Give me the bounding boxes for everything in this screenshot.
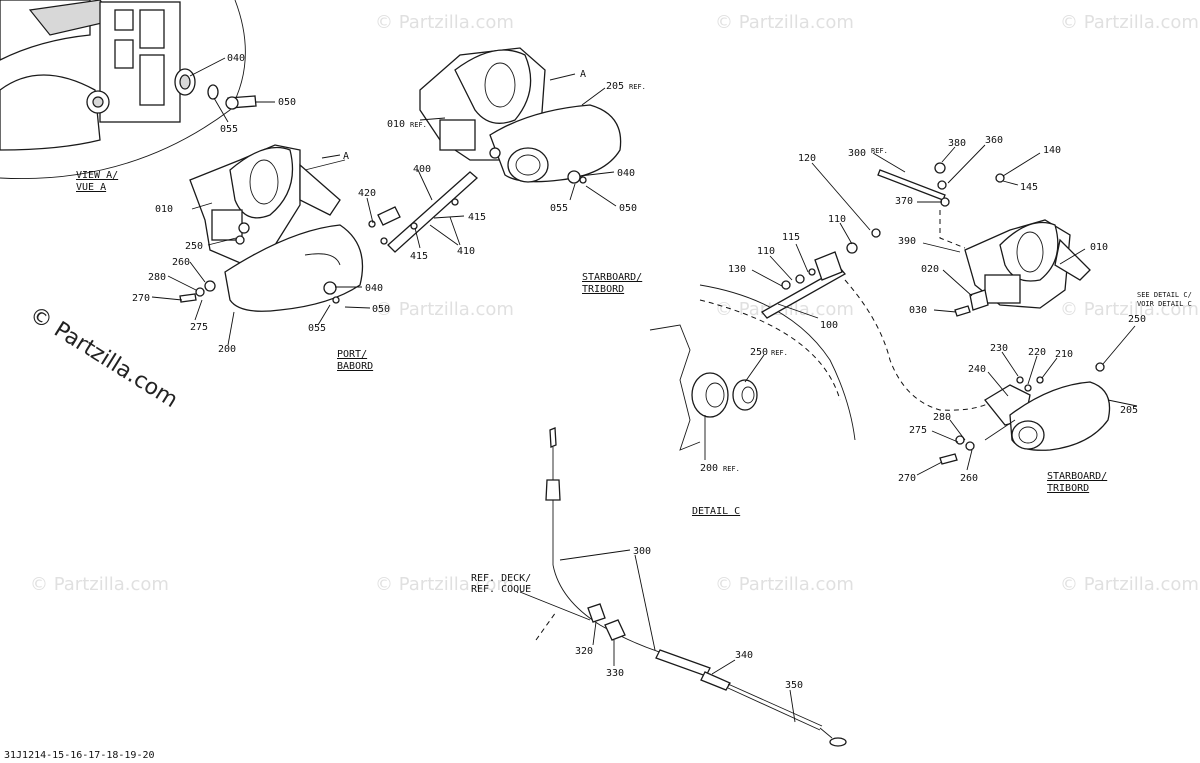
part-label-270: 270 [898,473,916,484]
part-label-050: 050 [278,97,296,108]
part-label-275: 275 [909,425,927,436]
ref-tag: REF. [410,121,427,129]
part-label-330: 330 [606,668,624,679]
part-label-400: 400 [413,164,431,175]
part-label-115: 115 [782,232,800,243]
part-label-050: 050 [372,304,390,315]
part-label-050: 050 [619,203,637,214]
part-label-030: 030 [909,305,927,316]
part-label-205: 205 [606,81,624,92]
starboard-nozzle-assembly [939,376,1111,465]
ref-tag: REF. [723,465,740,473]
see-detail-line2: VOIR DETAIL C [1137,300,1192,308]
watermark-grid: © Partzilla.com © Partzilla.com © Partzi… [30,12,1199,595]
part-label-340: 340 [735,650,753,661]
part-label-130: 130 [728,264,746,275]
ref-deck-label: REF. DECK/ [471,573,531,584]
part-label-380: 380 [948,138,966,149]
part-label-140: 140 [1043,145,1061,156]
watermark: © Partzilla.com [30,574,169,595]
ref-tag: REF. [629,83,646,91]
part-label-200: 200 [218,344,236,355]
see-detail-line1: SEE DETAIL C/ [1137,291,1192,299]
part-label-120: 120 [798,153,816,164]
watermark: © Partzilla.com [375,299,514,320]
part-label-010: 010 [1090,242,1108,253]
view-a-detail [0,0,275,180]
watermark: © Partzilla.com [1060,574,1199,595]
port-assembly [179,144,478,312]
starboard-top-assembly [419,47,622,184]
watermark: © Partzilla.com [375,574,514,595]
starboard-title-right: STARBOARD/ [1047,471,1107,482]
part-label-260: 260 [172,257,190,268]
arrow-a-label: A [343,151,349,162]
part-label-260: 260 [960,473,978,484]
watermark: © Partzilla.com [1060,299,1199,320]
part-label-040: 040 [617,168,635,179]
starboard-right-bracket [877,162,1091,317]
part-label-010: 010 [155,204,173,215]
part-label-280: 280 [933,412,951,423]
part-label-010: 010 [387,119,405,130]
ref-coque-label: REF. COQUE [471,584,531,595]
ref-tag: REF. [771,349,788,357]
part-label-040: 040 [365,283,383,294]
detail-c [649,228,881,451]
part-label-230: 230 [990,343,1008,354]
watermark: © Partzilla.com [375,12,514,33]
part-label-415: 415 [410,251,428,262]
part-label-240: 240 [968,364,986,375]
part-label-110: 110 [757,246,775,257]
part-label-420: 420 [358,188,376,199]
part-label-205: 205 [1120,405,1138,416]
part-label-055: 055 [550,203,568,214]
watermark: © Partzilla.com [715,299,854,320]
arrow-a-label: A [580,69,586,80]
vue-a-title: VUE A [76,182,106,193]
part-label-200: 200 [700,463,718,474]
watermark: © Partzilla.com [1060,12,1199,33]
port-title: PORT/ [337,349,367,360]
part-label-415: 415 [468,212,486,223]
tribord-title-right: TRIBORD [1047,483,1089,494]
watermark: © Partzilla.com [715,12,854,33]
babord-title: BABORD [337,361,373,372]
part-label-300: 300 [633,546,651,557]
part-label-320: 320 [575,646,593,657]
part-label-250: 250 [1128,314,1146,325]
part-label-110: 110 [828,214,846,225]
ref-tag: REF. [871,147,888,155]
part-label-370: 370 [895,196,913,207]
part-label-040: 040 [227,53,245,64]
part-label-350: 350 [785,680,803,691]
part-label-210: 210 [1055,349,1073,360]
tribord-title-left: TRIBORD [582,284,624,295]
part-label-055: 055 [308,323,326,334]
watermark: © Partzilla.com [715,574,854,595]
part-label-250: 250 [185,241,203,252]
part-label-410: 410 [457,246,475,257]
part-label-270: 270 [132,293,150,304]
part-label-220: 220 [1028,347,1046,358]
part-label-250: 250 [750,347,768,358]
diagram-code: 31J1214-15-16-17-18-19-20 [4,750,155,761]
view-a-title: VIEW A/ [76,170,118,181]
part-label-390: 390 [898,236,916,247]
part-label-020: 020 [921,264,939,275]
part-label-145: 145 [1020,182,1038,193]
detail-c-title: DETAIL C [692,506,740,517]
part-label-055: 055 [220,124,238,135]
starboard-title-left: STARBOARD/ [582,272,642,283]
part-label-280: 280 [148,272,166,283]
part-label-360: 360 [985,135,1003,146]
steering-cable [545,427,847,747]
part-label-275: 275 [190,322,208,333]
part-label-300: 300 [848,148,866,159]
part-label-100: 100 [820,320,838,331]
watermark-main: © Partzilla.com [25,302,182,413]
